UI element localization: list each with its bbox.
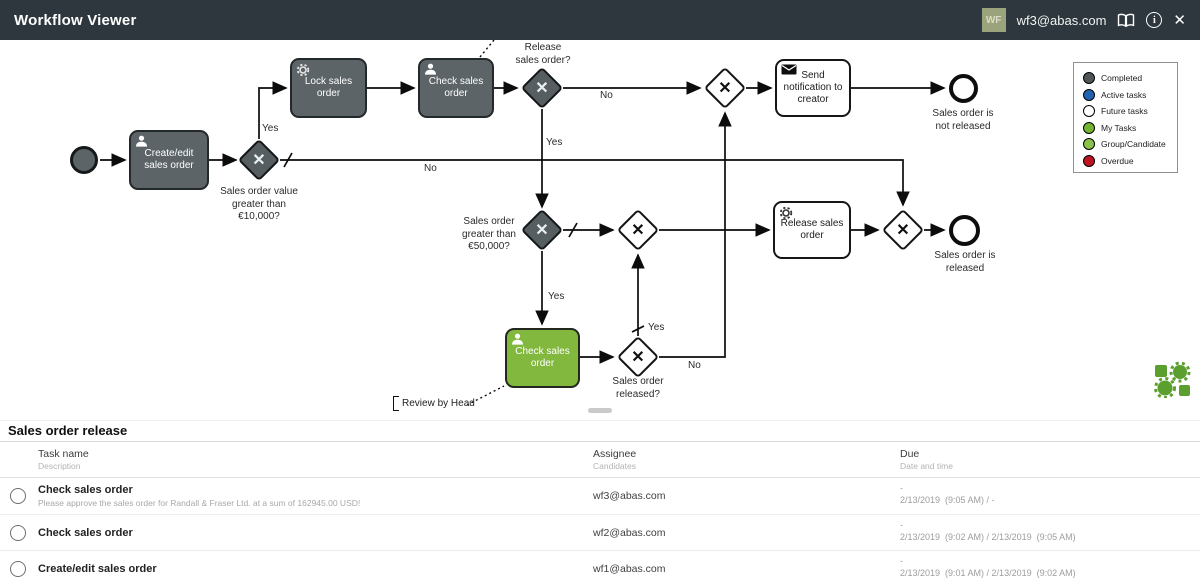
end-event-released xyxy=(949,215,980,246)
user-task-icon xyxy=(424,63,437,79)
info-icon[interactable]: i xyxy=(1146,12,1163,28)
legend-swatch-future xyxy=(1083,105,1095,118)
user-email: wf3@abas.com xyxy=(1016,12,1107,28)
flow-label-yes: Yes xyxy=(648,322,665,333)
task-check-sales-order-top[interactable]: Check sales order xyxy=(418,58,494,118)
end-event-label: Sales order is released xyxy=(934,250,996,274)
exclusive-gateway-icon: ✕ xyxy=(252,152,266,169)
task-label: Check sales order xyxy=(515,346,570,369)
legend-swatch-active xyxy=(1083,88,1095,101)
legend-swatch-group xyxy=(1083,138,1095,151)
task-cell: Check sales order Please approve the sal… xyxy=(38,484,361,508)
row-select-radio[interactable] xyxy=(10,524,26,541)
exclusive-gateway-icon: ✕ xyxy=(896,222,910,239)
row-select-radio[interactable] xyxy=(10,488,26,504)
assignee-cell: wf3@abas.com xyxy=(593,490,666,502)
legend: Completed Active tasks Future tasks My T… xyxy=(1073,62,1178,173)
user-avatar[interactable]: WF xyxy=(981,8,1006,32)
exclusive-gateway-icon: ✕ xyxy=(718,80,732,97)
column-header-task: Task name Description xyxy=(38,448,89,471)
task-send-notification[interactable]: Send notification to creator xyxy=(775,59,851,117)
task-label: Lock sales order xyxy=(304,76,353,99)
legend-item: Group/Candidate xyxy=(1083,136,1177,153)
flow-label-yes: Yes xyxy=(262,123,279,134)
task-create-edit-sales-order[interactable]: Create/edit sales order xyxy=(129,130,209,190)
legend-swatch-overdue xyxy=(1083,154,1095,167)
annotation-bracket xyxy=(393,396,399,411)
book-icon[interactable] xyxy=(1117,13,1135,28)
exclusive-gateway-icon: ✕ xyxy=(631,222,645,239)
task-label: Send notification to creator xyxy=(783,70,843,105)
task-release-sales-order[interactable]: Release sales order xyxy=(773,201,851,259)
task-label: Check sales order xyxy=(428,76,484,99)
service-task-icon xyxy=(296,63,310,81)
task-list-panel: Sales order release Task name Descriptio… xyxy=(0,420,1200,587)
task-check-sales-order-my[interactable]: Check sales order xyxy=(505,328,580,388)
table-header: Task name Description Assignee Candidate… xyxy=(0,442,1200,478)
flow-label-yes: Yes xyxy=(546,137,563,148)
legend-swatch-my-tasks xyxy=(1083,121,1095,134)
task-cell: Create/edit sales order xyxy=(38,563,157,576)
due-cell: - 2/13/2019 (9:02 AM) / 2/13/2019 (9:05 … xyxy=(900,519,1076,542)
flow-label-yes: Yes xyxy=(548,291,565,302)
table-row[interactable]: Check sales order wf2@abas.com - 2/13/20… xyxy=(0,515,1200,552)
legend-item: Overdue xyxy=(1083,153,1177,170)
end-event-label: Sales order is not released xyxy=(932,108,994,132)
legend-swatch-completed xyxy=(1083,72,1095,85)
close-icon[interactable]: ✕ xyxy=(1173,12,1186,29)
due-cell: - 2/13/2019 (9:01 AM) / 2/13/2019 (9:02 … xyxy=(900,556,1076,579)
user-task-icon xyxy=(135,135,148,151)
column-header-due: Due Date and time xyxy=(900,448,953,471)
flow-label-no: No xyxy=(688,360,701,371)
gateway-question-label: Release sales order? xyxy=(515,42,571,66)
task-label: Create/edit sales order xyxy=(144,148,194,171)
task-lock-sales-order[interactable]: Lock sales order xyxy=(290,58,367,118)
legend-item: Active tasks xyxy=(1083,87,1177,104)
top-bar-right: WF wf3@abas.com i ✕ xyxy=(981,0,1186,40)
assignee-cell: wf1@abas.com xyxy=(593,563,666,576)
panel-title: Sales order release xyxy=(0,421,1200,442)
gateway-question-label: Sales order value greater than €10,000? xyxy=(220,186,298,222)
app-title: Workflow Viewer xyxy=(14,11,137,29)
connector-layer xyxy=(100,40,946,406)
text-annotation: Review by Head xyxy=(393,396,475,411)
legend-item: My Tasks xyxy=(1083,120,1177,137)
top-bar: Workflow Viewer WF wf3@abas.com i ✕ xyxy=(0,0,1200,40)
exclusive-gateway-icon: ✕ xyxy=(535,80,549,97)
column-header-assignee: Assignee Candidates xyxy=(593,448,637,471)
bpmn-brand-logo xyxy=(1154,361,1191,398)
horizontal-scrollbar-thumb[interactable] xyxy=(588,408,612,413)
message-icon xyxy=(781,64,797,79)
flow-label-no: No xyxy=(424,163,437,174)
workflow-diagram-canvas[interactable]: Create/edit sales order Lock sales order… xyxy=(0,40,1200,420)
due-cell: - 2/13/2019 (9:05 AM) / - xyxy=(900,483,995,505)
assignee-cell: wf2@abas.com xyxy=(593,526,666,539)
start-event xyxy=(70,146,98,174)
gateway-question-label: Sales order greater than €50,000? xyxy=(462,216,516,252)
service-task-icon xyxy=(779,206,793,224)
gateway-question-label: Sales order released? xyxy=(612,376,664,400)
table-row[interactable]: Create/edit sales order wf1@abas.com - 2… xyxy=(0,551,1200,587)
legend-item: Completed xyxy=(1083,70,1177,87)
row-select-radio[interactable] xyxy=(10,561,26,578)
table-row[interactable]: Check sales order Please approve the sal… xyxy=(0,478,1200,515)
task-cell: Check sales order xyxy=(38,526,133,539)
exclusive-gateway-icon: ✕ xyxy=(631,349,645,366)
end-event-not-released xyxy=(949,74,978,103)
user-task-icon xyxy=(511,333,524,349)
task-label: Release sales order xyxy=(780,218,844,241)
flow-label-no: No xyxy=(600,90,613,101)
legend-item: Future tasks xyxy=(1083,103,1177,120)
annotation-text: Review by Head xyxy=(402,398,475,409)
